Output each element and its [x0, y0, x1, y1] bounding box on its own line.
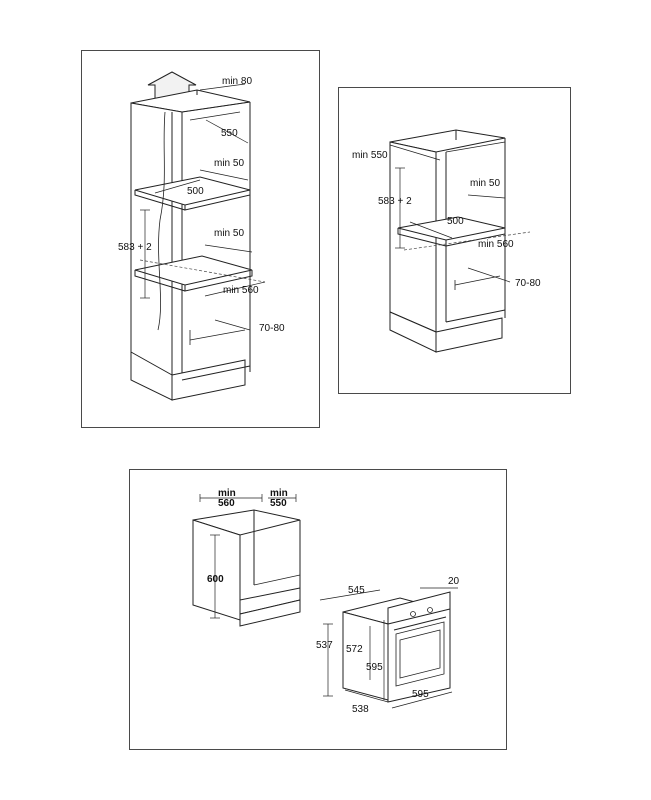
- label-20: 20: [448, 576, 460, 587]
- label-min-560: min 560: [223, 285, 259, 296]
- label-595-height: 595: [366, 662, 383, 673]
- oven-drawing: [319, 587, 458, 709]
- base-cabinet-drawing: [389, 129, 531, 353]
- label-537: 537: [316, 640, 333, 651]
- tall-cabinet-panel: [81, 50, 320, 428]
- label-550: 550: [221, 128, 238, 139]
- label-538: 538: [352, 704, 369, 715]
- label-583-2-base: 583 + 2: [378, 196, 412, 207]
- label-min-50-mid: min 50: [214, 228, 244, 239]
- label-min-550: min 550: [352, 150, 388, 161]
- label-70-80-base: 70-80: [515, 278, 541, 289]
- label-min-550-niche-b: 550: [270, 498, 287, 509]
- label-600: 600: [207, 574, 224, 585]
- label-min-50-base: min 50: [470, 178, 500, 189]
- label-595-width: 595: [412, 689, 429, 700]
- tall-cabinet-drawing: [130, 71, 266, 401]
- label-min-560-base: min 560: [478, 239, 514, 250]
- label-min-560-niche-b: 560: [218, 498, 235, 509]
- niche-drawing: [192, 494, 301, 627]
- label-min-80: min 80: [222, 76, 252, 87]
- label-70-80: 70-80: [259, 323, 285, 334]
- label-572: 572: [346, 644, 363, 655]
- label-min-560-niche-a: min: [218, 488, 236, 499]
- label-min-50-top: min 50: [214, 158, 244, 169]
- label-500: 500: [187, 186, 204, 197]
- label-500-base: 500: [447, 216, 464, 227]
- label-583-2: 583 + 2: [118, 242, 152, 253]
- label-min-550-niche-a: min: [270, 488, 288, 499]
- label-545: 545: [348, 585, 365, 596]
